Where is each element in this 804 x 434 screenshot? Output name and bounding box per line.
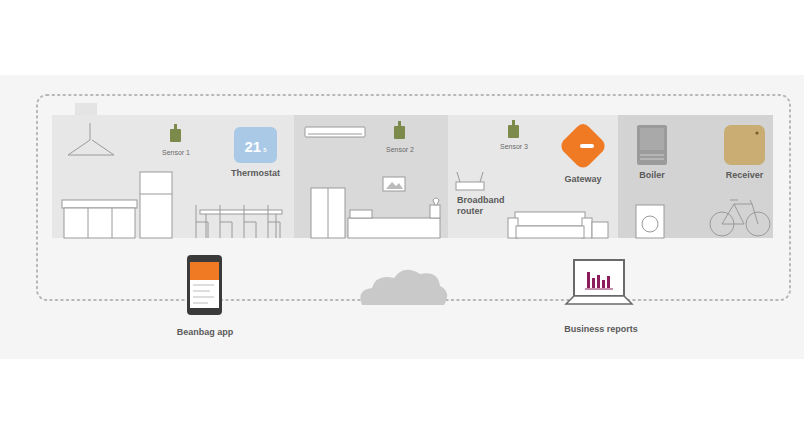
reports-label: Business reports (564, 324, 638, 334)
app-label: Beanbag app (177, 327, 234, 337)
node-shape (724, 125, 765, 165)
sensor-label: Sensor 3 (500, 143, 528, 150)
thermostat-device: 215Thermostat (234, 127, 277, 163)
receiver-device: Receiver (724, 125, 765, 165)
sensor-label: Sensor 2 (386, 146, 414, 153)
sensor-label: Sensor 1 (162, 149, 190, 156)
boiler-device: Boiler (637, 125, 667, 165)
node-shape (560, 123, 606, 169)
temperature-decimal: 5 (263, 147, 266, 153)
device-label: Boiler (639, 170, 665, 180)
display-reading: 215 (234, 127, 277, 163)
device-label: Gateway (564, 174, 601, 184)
router-label: Broadband router (457, 195, 503, 218)
device-label: Thermostat (231, 168, 280, 178)
temperature-value: 21 (244, 139, 261, 154)
gateway-device: Gateway (560, 123, 606, 169)
node-shape (637, 125, 667, 165)
device-label: Receiver (726, 170, 764, 180)
